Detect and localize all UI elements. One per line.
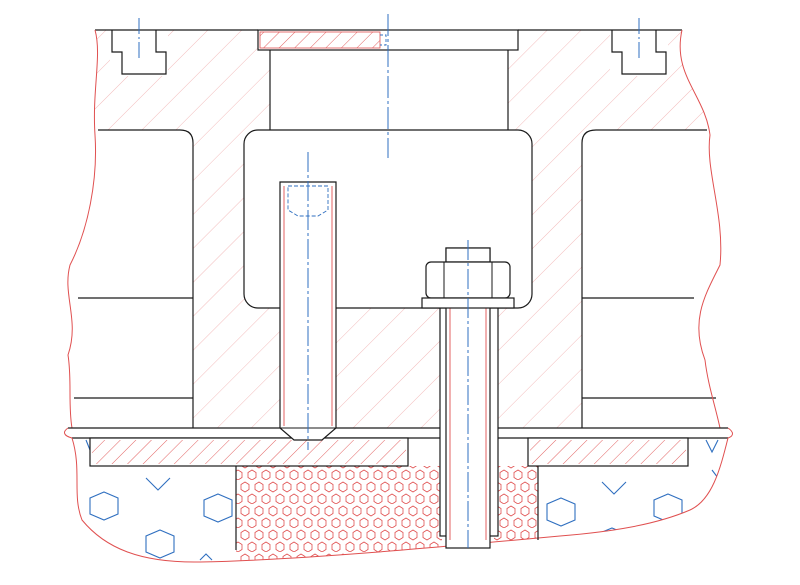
anchor-bolt [421,240,515,549]
shim-plates [89,437,689,550]
housing-section [67,14,722,429]
left-stud [279,152,337,450]
base-plate [64,427,733,439]
